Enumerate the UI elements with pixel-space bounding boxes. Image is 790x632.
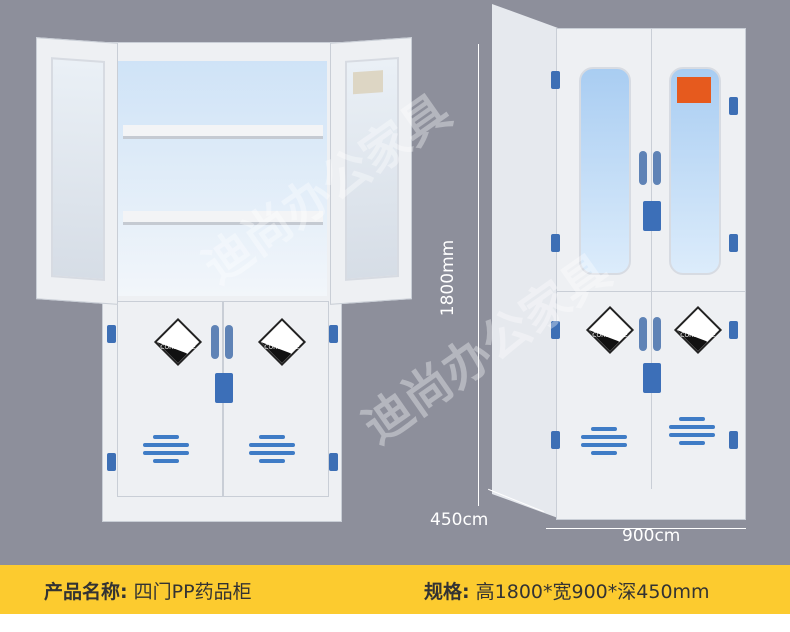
vent-right xyxy=(669,417,715,445)
cabinet-interior xyxy=(117,61,327,296)
open-door-left[interactable] xyxy=(36,37,118,305)
hinge xyxy=(551,71,560,89)
depth-label: 450cm xyxy=(430,510,489,530)
open-cabinet: CORROSIVE CORROSIVE xyxy=(102,42,342,522)
height-label: 1800mm xyxy=(438,239,459,317)
vent-left xyxy=(143,435,189,463)
hinge xyxy=(107,325,116,343)
warning-label xyxy=(353,70,383,95)
door-handle[interactable] xyxy=(211,325,219,359)
corrosive-label: CORROSIVE xyxy=(264,344,300,351)
glass-door-left[interactable] xyxy=(579,67,631,275)
corrosive-sign: CORROSIVE xyxy=(257,317,307,367)
hinge xyxy=(729,97,738,115)
corrosive-sign: CORROSIVE xyxy=(585,305,635,355)
spec-banner: 产品名称: 四门PP药品柜 规格: 高1800*宽900*深450mm xyxy=(0,565,790,614)
hinge xyxy=(329,325,338,343)
hinge xyxy=(551,431,560,449)
vent-left xyxy=(581,427,627,455)
shelf xyxy=(123,125,323,139)
hinge xyxy=(329,453,338,471)
corrosive-label: CORROSIVE xyxy=(160,344,196,351)
width-label: 900cm xyxy=(622,526,681,546)
lock-icon[interactable] xyxy=(643,363,661,393)
product-name-label: 产品名称: xyxy=(44,581,128,603)
closed-cabinet: CORROSIVE CORROSIVE xyxy=(551,28,746,520)
spec-label: 规格: xyxy=(424,581,470,603)
width-dimension-line xyxy=(546,528,746,529)
height-dimension-line xyxy=(478,44,479,506)
lock-icon[interactable] xyxy=(643,201,661,231)
corrosive-label: CORROSIVE xyxy=(680,332,716,339)
hinge xyxy=(107,453,116,471)
spec-value: 高1800*宽900*深450mm xyxy=(475,581,710,603)
corrosive-sign: CORROSIVE xyxy=(673,305,723,355)
hinge xyxy=(729,321,738,339)
hinge xyxy=(551,321,560,339)
corrosive-label: CORROSIVE xyxy=(592,332,628,339)
door-handle[interactable] xyxy=(639,317,647,351)
shelf xyxy=(123,211,323,225)
hinge xyxy=(729,431,738,449)
corrosive-sign: CORROSIVE xyxy=(153,317,203,367)
warning-label xyxy=(677,77,711,103)
hinge xyxy=(551,234,560,252)
door-handle[interactable] xyxy=(639,151,647,185)
hinge xyxy=(729,234,738,252)
product-image: CORROSIVE CORROSIVE CORROSIVE CORROSIVE … xyxy=(0,0,790,565)
vent-right xyxy=(249,435,295,463)
lock-icon[interactable] xyxy=(215,373,233,403)
door-handle[interactable] xyxy=(225,325,233,359)
door-handle[interactable] xyxy=(653,317,661,351)
product-name-value: 四门PP药品柜 xyxy=(133,581,252,603)
door-handle[interactable] xyxy=(653,151,661,185)
